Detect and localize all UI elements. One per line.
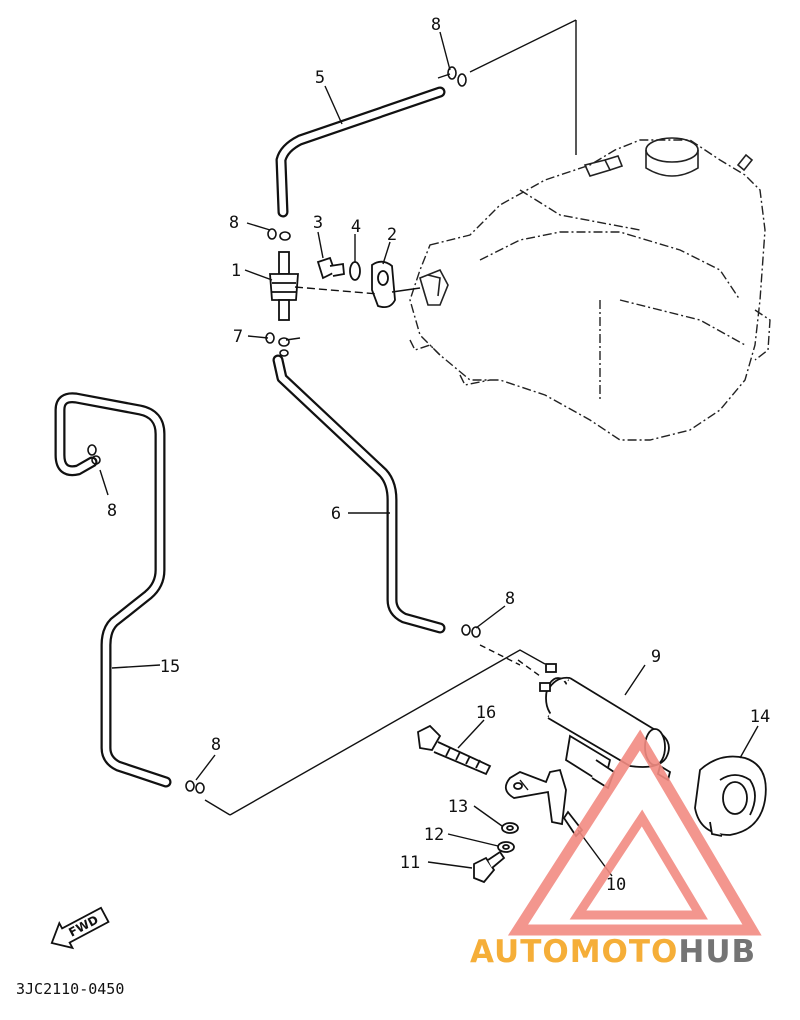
callout-1: 1 — [231, 261, 241, 281]
bolt-16 — [417, 724, 492, 776]
callout-6: 6 — [331, 504, 341, 524]
callout-4: 4 — [351, 217, 361, 237]
cap-14 — [694, 755, 767, 837]
fuel-tank — [409, 139, 771, 441]
fuel-filter — [269, 251, 299, 321]
callout-13: 13 — [448, 797, 468, 817]
fuel-cap — [645, 137, 699, 177]
watermark-inner-triangle-icon — [569, 809, 708, 920]
leader-lines — [99, 19, 759, 877]
watermark-logo: AUTOMOTOHUB — [470, 729, 762, 970]
callout-5: 5 — [315, 68, 325, 88]
callout-11: 11 — [400, 853, 420, 873]
callout-8-e: 8 — [211, 735, 221, 755]
callout-7: 7 — [233, 327, 243, 347]
fwd-arrow: FWD — [50, 906, 110, 950]
hose-5 — [275, 86, 446, 218]
callout-15: 15 — [160, 657, 180, 677]
tank-fitting — [419, 268, 449, 306]
watermark-triangle-icon — [507, 729, 762, 936]
fwd-arrow-icon — [50, 906, 110, 950]
callout-8-d: 8 — [505, 589, 515, 609]
callout-9: 9 — [651, 647, 661, 667]
callout-12: 12 — [424, 825, 444, 845]
callout-2: 2 — [387, 225, 397, 245]
watermark-text: AUTOMOTOHUB — [470, 934, 756, 970]
callout-10: 10 — [606, 875, 626, 895]
hose-15 — [54, 392, 172, 788]
hose-6 — [272, 354, 446, 634]
washers-12-13 — [497, 822, 519, 853]
callout-16: 16 — [476, 703, 496, 723]
part-code: 3JC2110-0450 — [16, 980, 124, 998]
tank-outlet — [583, 153, 754, 177]
washer-4 — [349, 261, 361, 281]
callout-8-b: 8 — [229, 213, 239, 233]
bolt-11 — [473, 850, 506, 884]
callout-8-c: 8 — [107, 501, 117, 521]
callout-14: 14 — [750, 707, 770, 727]
bolt-3 — [316, 256, 345, 280]
callout-3: 3 — [313, 213, 323, 233]
callout-8-a: 8 — [431, 15, 441, 35]
clamp-2 — [371, 260, 396, 309]
callouts: 8 5 8 3 4 2 1 7 8 6 8 9 15 16 14 8 13 12… — [107, 15, 770, 895]
